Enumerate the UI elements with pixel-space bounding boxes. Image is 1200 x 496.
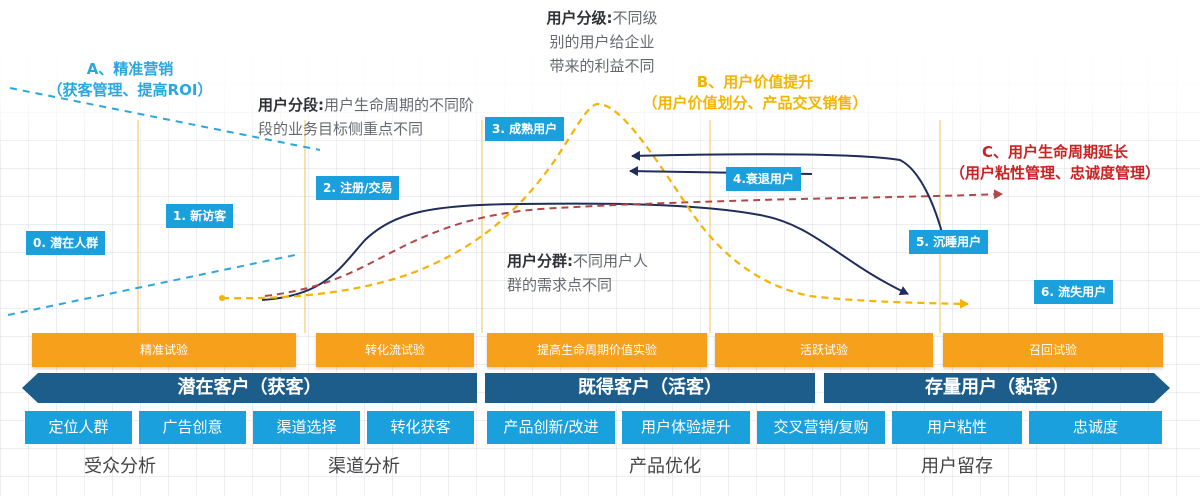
note-user-group: 用户分群:不同用户人 群的需求点不同 <box>507 249 707 297</box>
tag-ad-creative: 广告创意 <box>139 411 246 444</box>
stage-potential: 0. 潜在人群 <box>26 231 106 255</box>
annotation-a: A、精准营销 （获客管理、提高ROI） <box>30 59 230 101</box>
tag-target-audience: 定位人群 <box>25 411 132 444</box>
tag-cross-selling: 交叉营销/复购 <box>757 411 885 444</box>
annotation-c-subtitle: （用户粘性管理、忠诚度管理） <box>949 164 1160 182</box>
annotation-b-title: B、用户价值提升 <box>696 73 814 91</box>
category-user-retention: 用户留存 <box>921 456 993 477</box>
precision-marketing-line <box>9 87 321 151</box>
category-channel-analysis: 渠道分析 <box>328 456 400 477</box>
tag-user-stickiness: 用户粘性 <box>892 411 1022 444</box>
note-tier-line: 别的用户给企业 <box>549 33 655 51</box>
band-potential-customers: 潜在客户（获客） <box>22 373 477 403</box>
note-user-tier: 用户分级:不同级 别的用户给企业 带来的利益不同 <box>522 6 682 78</box>
lifetime-extension-curve <box>264 189 1003 297</box>
stage-dormant: 5. 沉睡用户 <box>909 230 989 254</box>
category-product-optimization: 产品优化 <box>629 456 701 477</box>
stage-new-visitor: 1. 新访客 <box>166 204 234 228</box>
note-stage-title: 用户分段: <box>258 96 324 114</box>
note-user-stage: 用户分段:用户生命周期的不同阶 段的业务目标侧重点不同 <box>258 93 528 141</box>
note-tier-line: 不同级 <box>612 9 658 27</box>
lifecycle-curve <box>261 202 909 301</box>
band-retained-users: 存量用户（黏客） <box>824 373 1170 403</box>
reactivation-arrow-upper <box>631 150 945 241</box>
tag-channel-selection: 渠道选择 <box>253 411 360 444</box>
annotation-a-title: A、精准营销 <box>86 60 174 78</box>
tag-loyalty: 忠诚度 <box>1029 411 1162 444</box>
curve-endpoint-dot <box>219 295 225 301</box>
annotation-b: B、用户价值提升 （用户价值划分、产品交叉销售） <box>610 72 900 114</box>
stage-mature: 3. 成熟用户 <box>485 117 565 141</box>
annotation-c-title: C、用户生命周期延长 <box>981 143 1128 161</box>
tag-conversion: 转化获客 <box>367 411 474 444</box>
note-group-title: 用户分群: <box>507 252 573 270</box>
note-stage-line: 段的业务目标侧重点不同 <box>258 120 424 138</box>
stage-register-trade: 2. 注册/交易 <box>316 176 400 200</box>
stage-decline: 4.衰退用户 <box>726 167 801 191</box>
tag-user-experience: 用户体验提升 <box>622 411 750 444</box>
stage-churned: 6. 流失用户 <box>1034 280 1114 304</box>
annotation-a-subtitle: （获客管理、提高ROI） <box>47 81 213 99</box>
annotation-b-subtitle: （用户价值划分、产品交叉销售） <box>642 94 868 112</box>
experiment-activity: 活跃试验 <box>715 333 933 367</box>
value-uplift-curve <box>221 102 969 309</box>
category-audience-analysis: 受众分析 <box>84 456 156 477</box>
experiment-recall: 召回试验 <box>943 333 1163 367</box>
experiment-ltv: 提高生命周期价值实验 <box>487 333 707 367</box>
experiment-precision: 精准试验 <box>32 333 296 367</box>
tag-product-innovation: 产品创新/改进 <box>487 411 615 444</box>
note-group-line: 不同用户人 <box>573 252 649 270</box>
note-tier-title: 用户分级: <box>546 9 613 27</box>
band-existing-customers: 既得客户（活客） <box>485 373 815 403</box>
experiment-conversion: 转化流试验 <box>316 333 474 367</box>
annotation-c: C、用户生命周期延长 （用户粘性管理、忠诚度管理） <box>940 142 1170 184</box>
acquisition-line <box>7 254 296 316</box>
note-stage-line: 用户生命周期的不同阶 <box>324 96 475 114</box>
note-tier-line: 带来的利益不同 <box>549 57 655 75</box>
note-group-line: 群的需求点不同 <box>507 276 613 294</box>
